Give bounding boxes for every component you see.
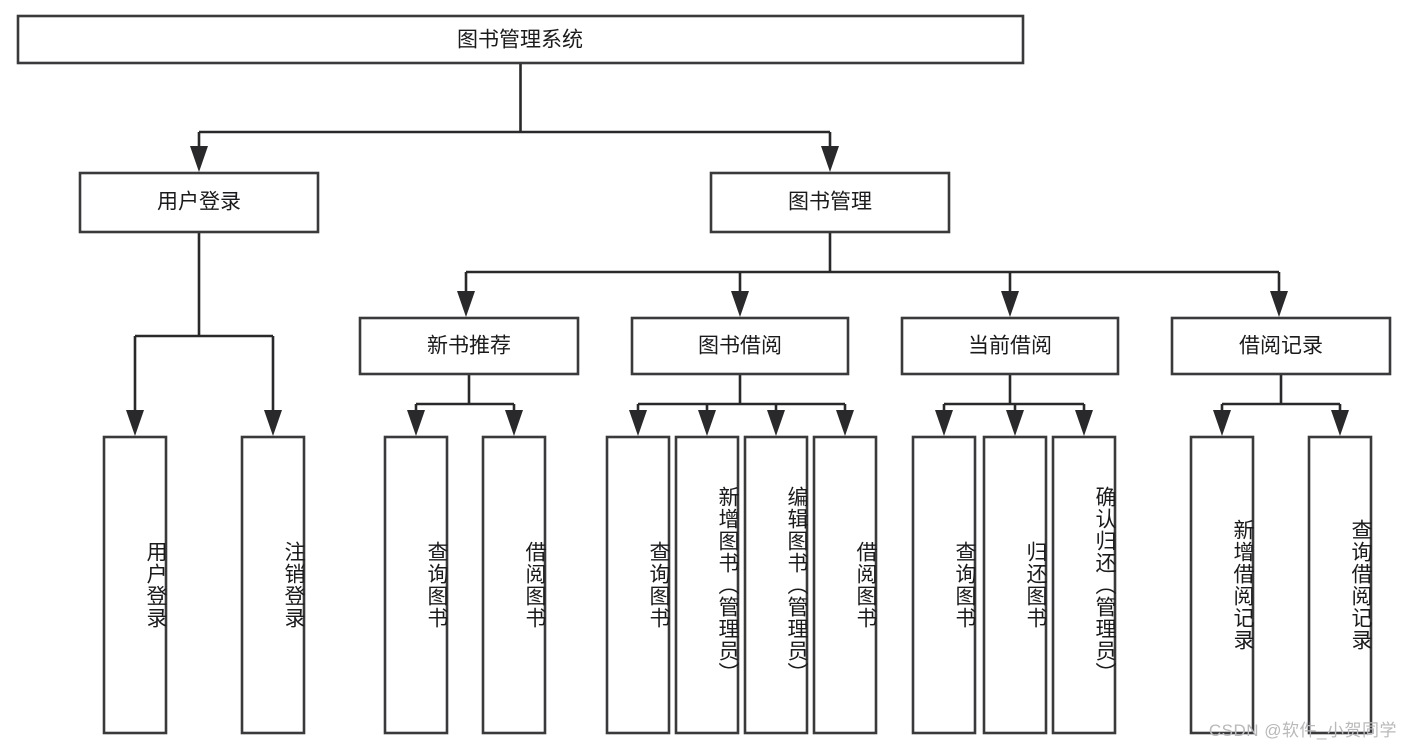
csdn-watermark: CSDN @软件_小贺同学 xyxy=(1208,721,1397,740)
node-leaf-borrow-book[interactable] xyxy=(812,435,878,735)
arrowhead-book-manage xyxy=(821,146,839,172)
connector-layer xyxy=(126,63,1349,436)
node-borrow-record-label: 借阅记录 xyxy=(1239,335,1323,358)
arrowhead-leaf-query-book-borrow xyxy=(629,410,647,436)
node-leaf-query-book-recommend[interactable] xyxy=(383,435,449,735)
node-leaf-confirm-return-admin[interactable] xyxy=(1051,435,1117,735)
node-root-system[interactable] xyxy=(16,14,1025,65)
arrowhead-leaf-borrow-book xyxy=(836,410,854,436)
node-book-borrow[interactable] xyxy=(630,316,850,376)
node-leaf-return-book[interactable] xyxy=(982,435,1048,735)
arrowhead-leaf-query-book-current xyxy=(935,410,953,436)
arrowhead-leaf-query-borrow-record xyxy=(1331,410,1349,436)
arrowhead-leaf-add-borrow-record xyxy=(1213,410,1231,436)
node-new-book-recommend[interactable] xyxy=(358,316,580,376)
node-user-login-label: 用户登录 xyxy=(157,191,241,214)
arrowhead-leaf-borrow-book-recommend xyxy=(505,410,523,436)
arrowhead-borrow-record xyxy=(1270,291,1288,317)
arrowhead-user-login xyxy=(190,146,208,172)
arrowhead-current-borrow xyxy=(1001,291,1019,317)
arrowhead-leaf-return-book xyxy=(1006,410,1024,436)
node-book-manage-label: 图书管理 xyxy=(788,191,872,214)
node-root-system-label: 图书管理系统 xyxy=(457,29,583,52)
node-leaf-add-book-admin[interactable] xyxy=(674,435,740,735)
arrowhead-leaf-query-book-recommend xyxy=(407,410,425,436)
arrowhead-leaf-confirm-return-admin xyxy=(1075,410,1093,436)
arrowhead-book-borrow xyxy=(731,291,749,317)
node-leaf-query-borrow-record[interactable] xyxy=(1307,435,1373,735)
arrowhead-leaf-edit-book-admin xyxy=(767,410,785,436)
arrowhead-leaf-add-book-admin xyxy=(698,410,716,436)
node-leaf-query-book-borrow[interactable] xyxy=(605,435,671,735)
arrowhead-new-book-recommend xyxy=(457,291,475,317)
node-leaf-query-book-current[interactable] xyxy=(911,435,977,735)
node-leaf-add-borrow-record[interactable] xyxy=(1189,435,1255,735)
node-new-book-recommend-label: 新书推荐 xyxy=(427,335,511,358)
node-book-manage[interactable] xyxy=(709,171,951,234)
node-leaf-borrow-book-recommend[interactable] xyxy=(481,435,547,735)
node-leaf-logout[interactable] xyxy=(240,435,306,735)
node-user-login[interactable] xyxy=(78,171,320,234)
node-borrow-record[interactable] xyxy=(1170,316,1392,376)
arrowhead-leaf-user-login xyxy=(126,410,144,436)
node-current-borrow[interactable] xyxy=(900,316,1120,376)
node-leaf-user-login[interactable] xyxy=(102,435,168,735)
node-box-layer: 图书管理系统 用户登录 图书管理 新书推荐 图书借阅 当前借阅 借阅记录 xyxy=(16,14,1392,735)
node-leaf-edit-book-admin[interactable] xyxy=(743,435,809,735)
arrowhead-leaf-logout xyxy=(264,410,282,436)
node-book-borrow-label: 图书借阅 xyxy=(698,335,782,358)
node-current-borrow-label: 当前借阅 xyxy=(968,335,1052,358)
